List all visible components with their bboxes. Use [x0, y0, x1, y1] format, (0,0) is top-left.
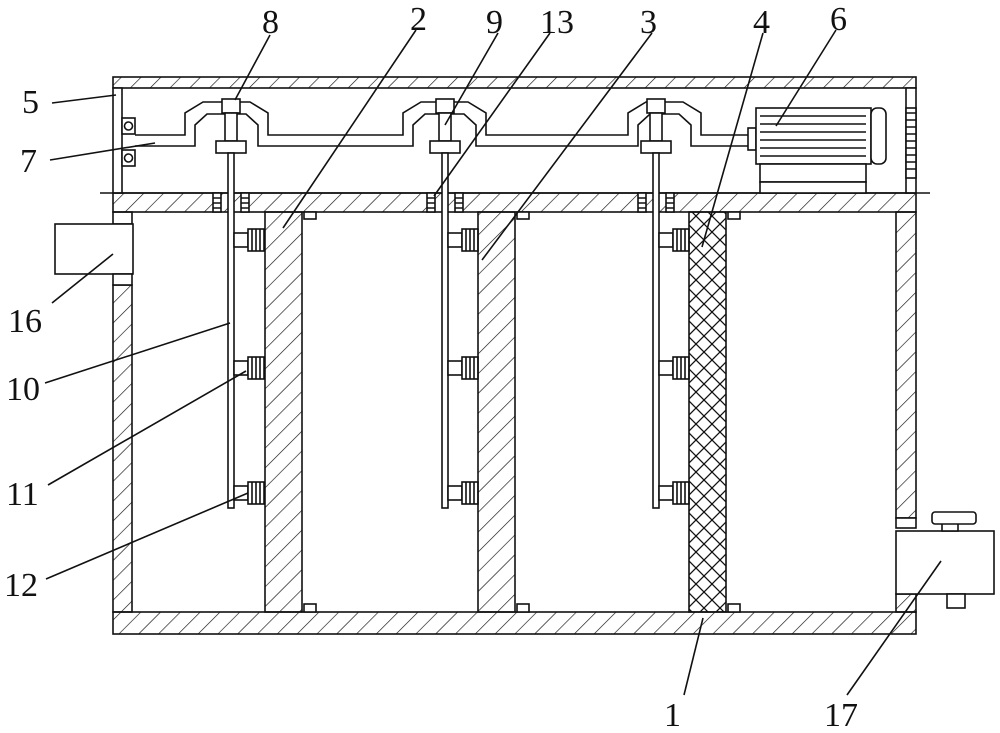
filter-plate-4	[688, 211, 727, 613]
label-5: 5	[22, 84, 39, 121]
leader-lines	[44, 29, 942, 696]
motor	[747, 107, 887, 194]
label-2: 2	[410, 1, 427, 38]
label-13: 13	[540, 4, 574, 41]
label-4: 4	[753, 4, 770, 41]
label-6: 6	[830, 1, 847, 38]
outlet-pipe	[895, 511, 995, 609]
inlet-pipe	[54, 223, 134, 286]
label-10: 10	[6, 371, 40, 408]
shaft-assembly-1	[212, 98, 250, 509]
label-1: 1	[664, 697, 681, 733]
label-3: 3	[640, 4, 657, 41]
filter-plate-2	[264, 211, 303, 613]
label-9: 9	[486, 4, 503, 41]
label-8: 8	[262, 4, 279, 41]
tank-body	[112, 211, 917, 635]
plate-clips	[303, 211, 741, 613]
shaft-assembly-3	[637, 98, 675, 509]
label-7: 7	[20, 143, 37, 180]
reference-labels: 8 2 9 13 3 4 6 5 7 16 10 11 12 1 17	[4, 1, 858, 733]
shaft-assembly-2	[426, 98, 464, 509]
brush-arms	[233, 228, 690, 505]
label-17: 17	[824, 697, 858, 733]
label-12: 12	[4, 567, 38, 604]
label-11: 11	[6, 476, 39, 513]
filter-plate-3	[477, 211, 516, 613]
label-16: 16	[8, 303, 42, 340]
